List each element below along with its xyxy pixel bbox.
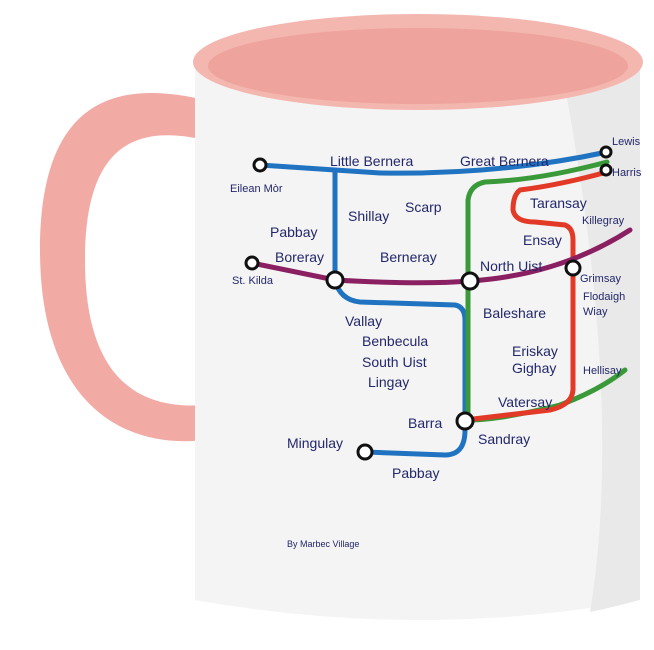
station-label-vatersay: Vatersay [498, 394, 552, 410]
station-label-st-kilda: St. Kilda [232, 275, 274, 287]
station-label-sandray: Sandray [478, 431, 530, 447]
station-label-barra: Barra [408, 415, 442, 431]
station-label-great-bernera: Great Bernera [460, 153, 549, 169]
mug-body [195, 60, 640, 620]
credit-text: By Marbec Village [287, 539, 359, 549]
station-label-taransay: Taransay [530, 195, 587, 211]
station-label-pabbay-n: Pabbay [270, 224, 317, 240]
station-label-lingay: Lingay [368, 374, 409, 390]
red-line [462, 169, 610, 423]
station-label-lewis: Lewis [612, 136, 641, 148]
blue-line [257, 149, 610, 176]
station-label-little-bernera: Little Bernera [330, 153, 413, 169]
interchange-stations [244, 145, 613, 461]
station-label-gighay: Gighay [512, 360, 556, 376]
station-label-mingulay: Mingulay [287, 435, 343, 451]
station-label-grimsay: Grimsay [580, 273, 621, 285]
station-label-harris: Harris [612, 167, 642, 179]
station-label-flodaigh: Flodaigh [583, 291, 625, 303]
station-label-eilean-mor: Eilean Mòr [230, 183, 283, 195]
station-label-berneray: Berneray [380, 249, 437, 265]
green-line [465, 159, 628, 423]
station-label-hellisay: Hellisay [583, 365, 622, 377]
station-label-killegray: Killegray [582, 215, 625, 227]
station-label-eriskay: Eriskay [512, 343, 558, 359]
station-label-wiay: Wiay [583, 306, 608, 318]
station-label-boreray: Boreray [275, 249, 324, 265]
station-label-north-uist: North Uist [480, 258, 542, 274]
station-label-benbecula: Benbecula [362, 333, 428, 349]
station-label-pabbay-s: Pabbay [392, 465, 439, 481]
station-label-ensay: Ensay [523, 232, 562, 248]
station-label-south-uist: South Uist [362, 354, 427, 370]
station-label-baleshare: Baleshare [483, 305, 546, 321]
station-label-shillay: Shillay [348, 208, 389, 224]
station-label-vallay: Vallay [345, 313, 382, 329]
mug-handle [40, 92, 205, 442]
station-label-scarp: Scarp [405, 199, 442, 215]
